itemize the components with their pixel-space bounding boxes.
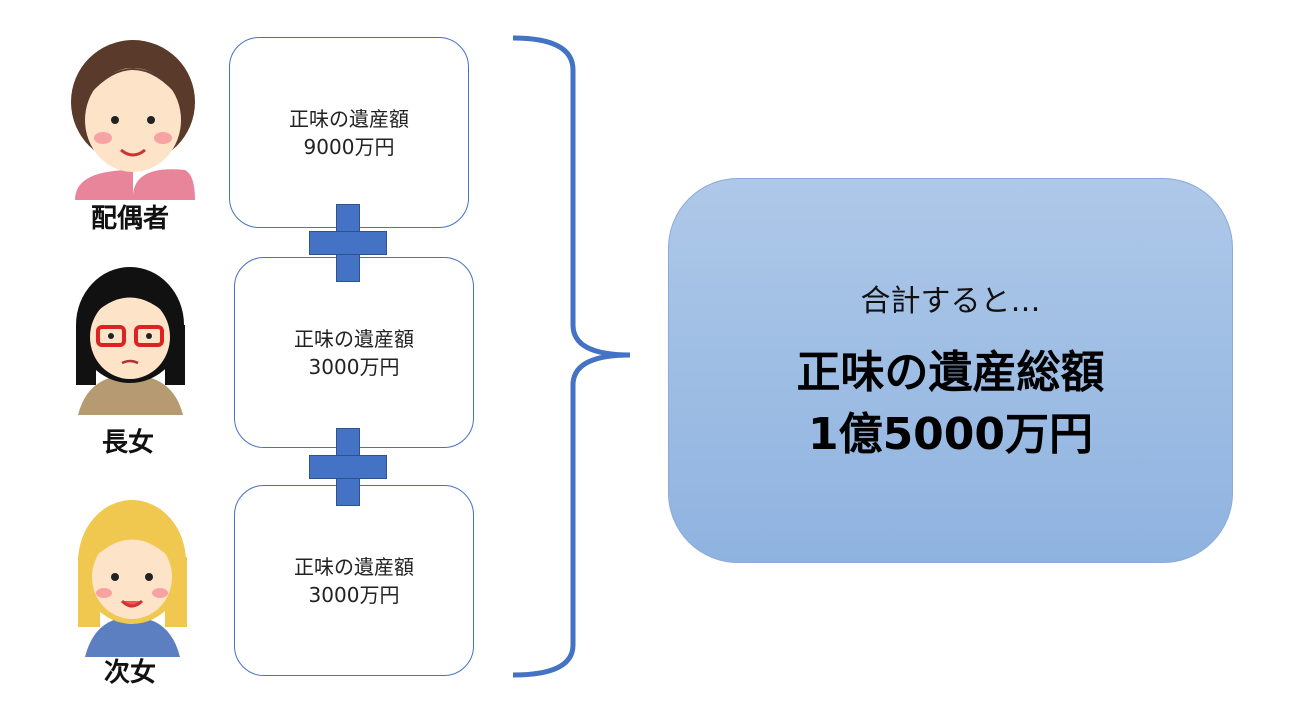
estate-box-eldest-daughter: 正味の遺産額 3000万円 [234,257,474,448]
heir-label-eldest-daughter: 長女 [101,428,154,458]
estate-label: 正味の遺産額 [294,326,414,351]
estate-label: 正味の遺産額 [294,554,414,579]
total-amount: 1億5000万円 [807,408,1094,460]
plus-icon [309,204,387,282]
second-daughter-avatar-icon [78,500,187,657]
eldest-daughter-avatar-icon [76,267,185,415]
heir-label-spouse: 配偶者 [90,204,169,234]
estate-amount: 3000万円 [308,354,400,379]
estate-amount: 9000万円 [303,134,395,159]
total-intro: 合計すると… [860,283,1041,319]
heir-label-second-daughter: 次女 [103,658,156,688]
estate-box-second-daughter: 正味の遺産額 3000万円 [234,485,474,676]
spouse-avatar-icon [71,40,195,200]
estate-amount: 3000万円 [308,582,400,607]
estate-box-spouse: 正味の遺産額 9000万円 [229,37,469,228]
plus-icon [309,428,387,506]
total-box: 合計すると… 正味の遺産総額 1億5000万円 [668,178,1233,563]
right-brace-icon [512,35,631,678]
total-title: 正味の遺産総額 [796,346,1105,398]
estate-label: 正味の遺産額 [289,106,409,131]
